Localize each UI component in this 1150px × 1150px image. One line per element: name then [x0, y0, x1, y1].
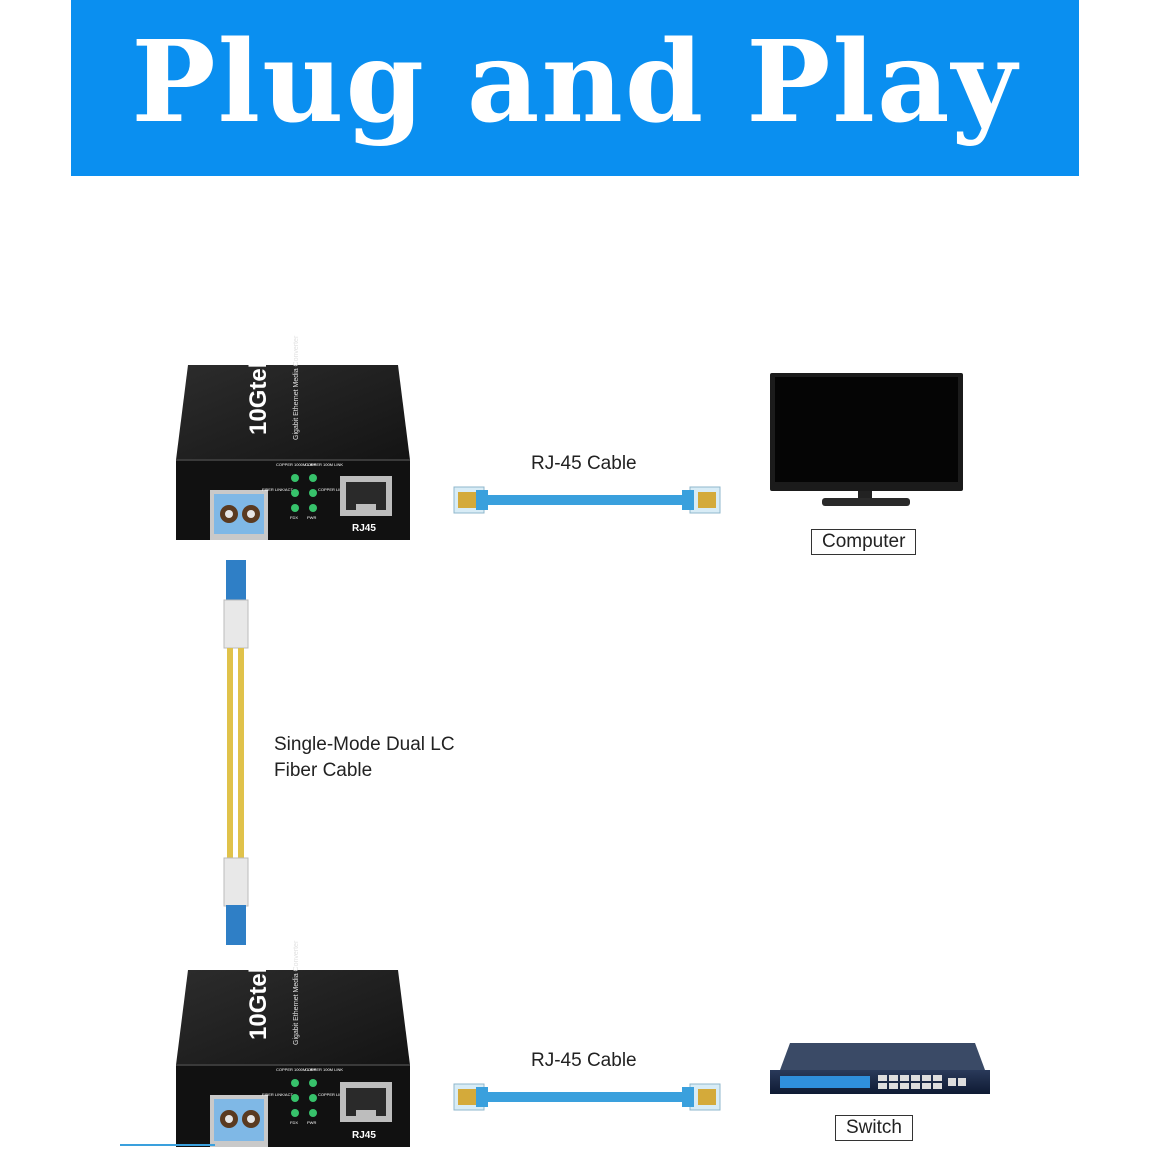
- converter-bottom-model: Gigabit Ethernet Media Converter: [293, 940, 300, 1045]
- led-label: COPPER LINK/ACT: [318, 1092, 355, 1097]
- rj45-cable-label-bottom: RJ-45 Cable: [531, 1050, 637, 1071]
- computer-label: Computer: [811, 529, 917, 555]
- rj45-port-top: [340, 476, 392, 516]
- led-panel-top: [291, 474, 317, 512]
- rj45-cable-top: [453, 486, 721, 514]
- converter-top-model: Gigabit Ethernet Media Converter: [293, 335, 300, 440]
- led-label: FDX: [290, 1120, 298, 1125]
- led-label: COPPER 100M LINK: [305, 462, 343, 467]
- sfp-module-bottom: [210, 1095, 268, 1147]
- computer-monitor: [770, 373, 963, 506]
- fiber-cable-label-line1: Single-Mode Dual LC: [274, 734, 455, 755]
- banner-title: Plug and Play: [131, 17, 1019, 148]
- media-converter-top: 10Gtek Gigabit Ethernet Media Converter …: [176, 335, 410, 540]
- fiber-cable-label-line2: Fiber Cable: [274, 760, 373, 781]
- rj45-port-bottom: [340, 1082, 392, 1122]
- rj45-cable-label-top: RJ-45 Cable: [531, 453, 637, 474]
- led-panel-bottom: [291, 1079, 317, 1117]
- title-banner: Plug and Play: [71, 0, 1079, 176]
- led-label: FIBER LINK/ACT: [262, 487, 293, 492]
- converter-bottom-brand: 10Gtek: [245, 959, 272, 1040]
- network-switch: [770, 1043, 990, 1094]
- led-label: COPPER LINK/ACT: [318, 487, 355, 492]
- led-label: FIBER LINK/ACT: [262, 1092, 293, 1097]
- converter-top-brand: 10Gtek: [245, 354, 272, 435]
- led-label: FDX: [290, 515, 298, 520]
- led-label: PWR: [307, 1120, 316, 1125]
- led-label: COPPER 1000M LINK: [276, 462, 317, 467]
- switch-label: Switch: [835, 1115, 913, 1141]
- rj45-cable-bottom: [453, 1083, 721, 1111]
- media-converter-bottom: 10Gtek Gigabit Ethernet Media Converter …: [176, 940, 410, 1147]
- sfp-module-top: [210, 490, 268, 540]
- fiber-cable: [223, 560, 249, 945]
- rj45-port-label: RJ45: [352, 523, 376, 534]
- led-label: COPPER 1000M LINK: [276, 1067, 317, 1072]
- led-label: COPPER 100M LINK: [305, 1067, 343, 1072]
- rj45-port-label: RJ45: [352, 1130, 376, 1141]
- led-label: PWR: [307, 515, 316, 520]
